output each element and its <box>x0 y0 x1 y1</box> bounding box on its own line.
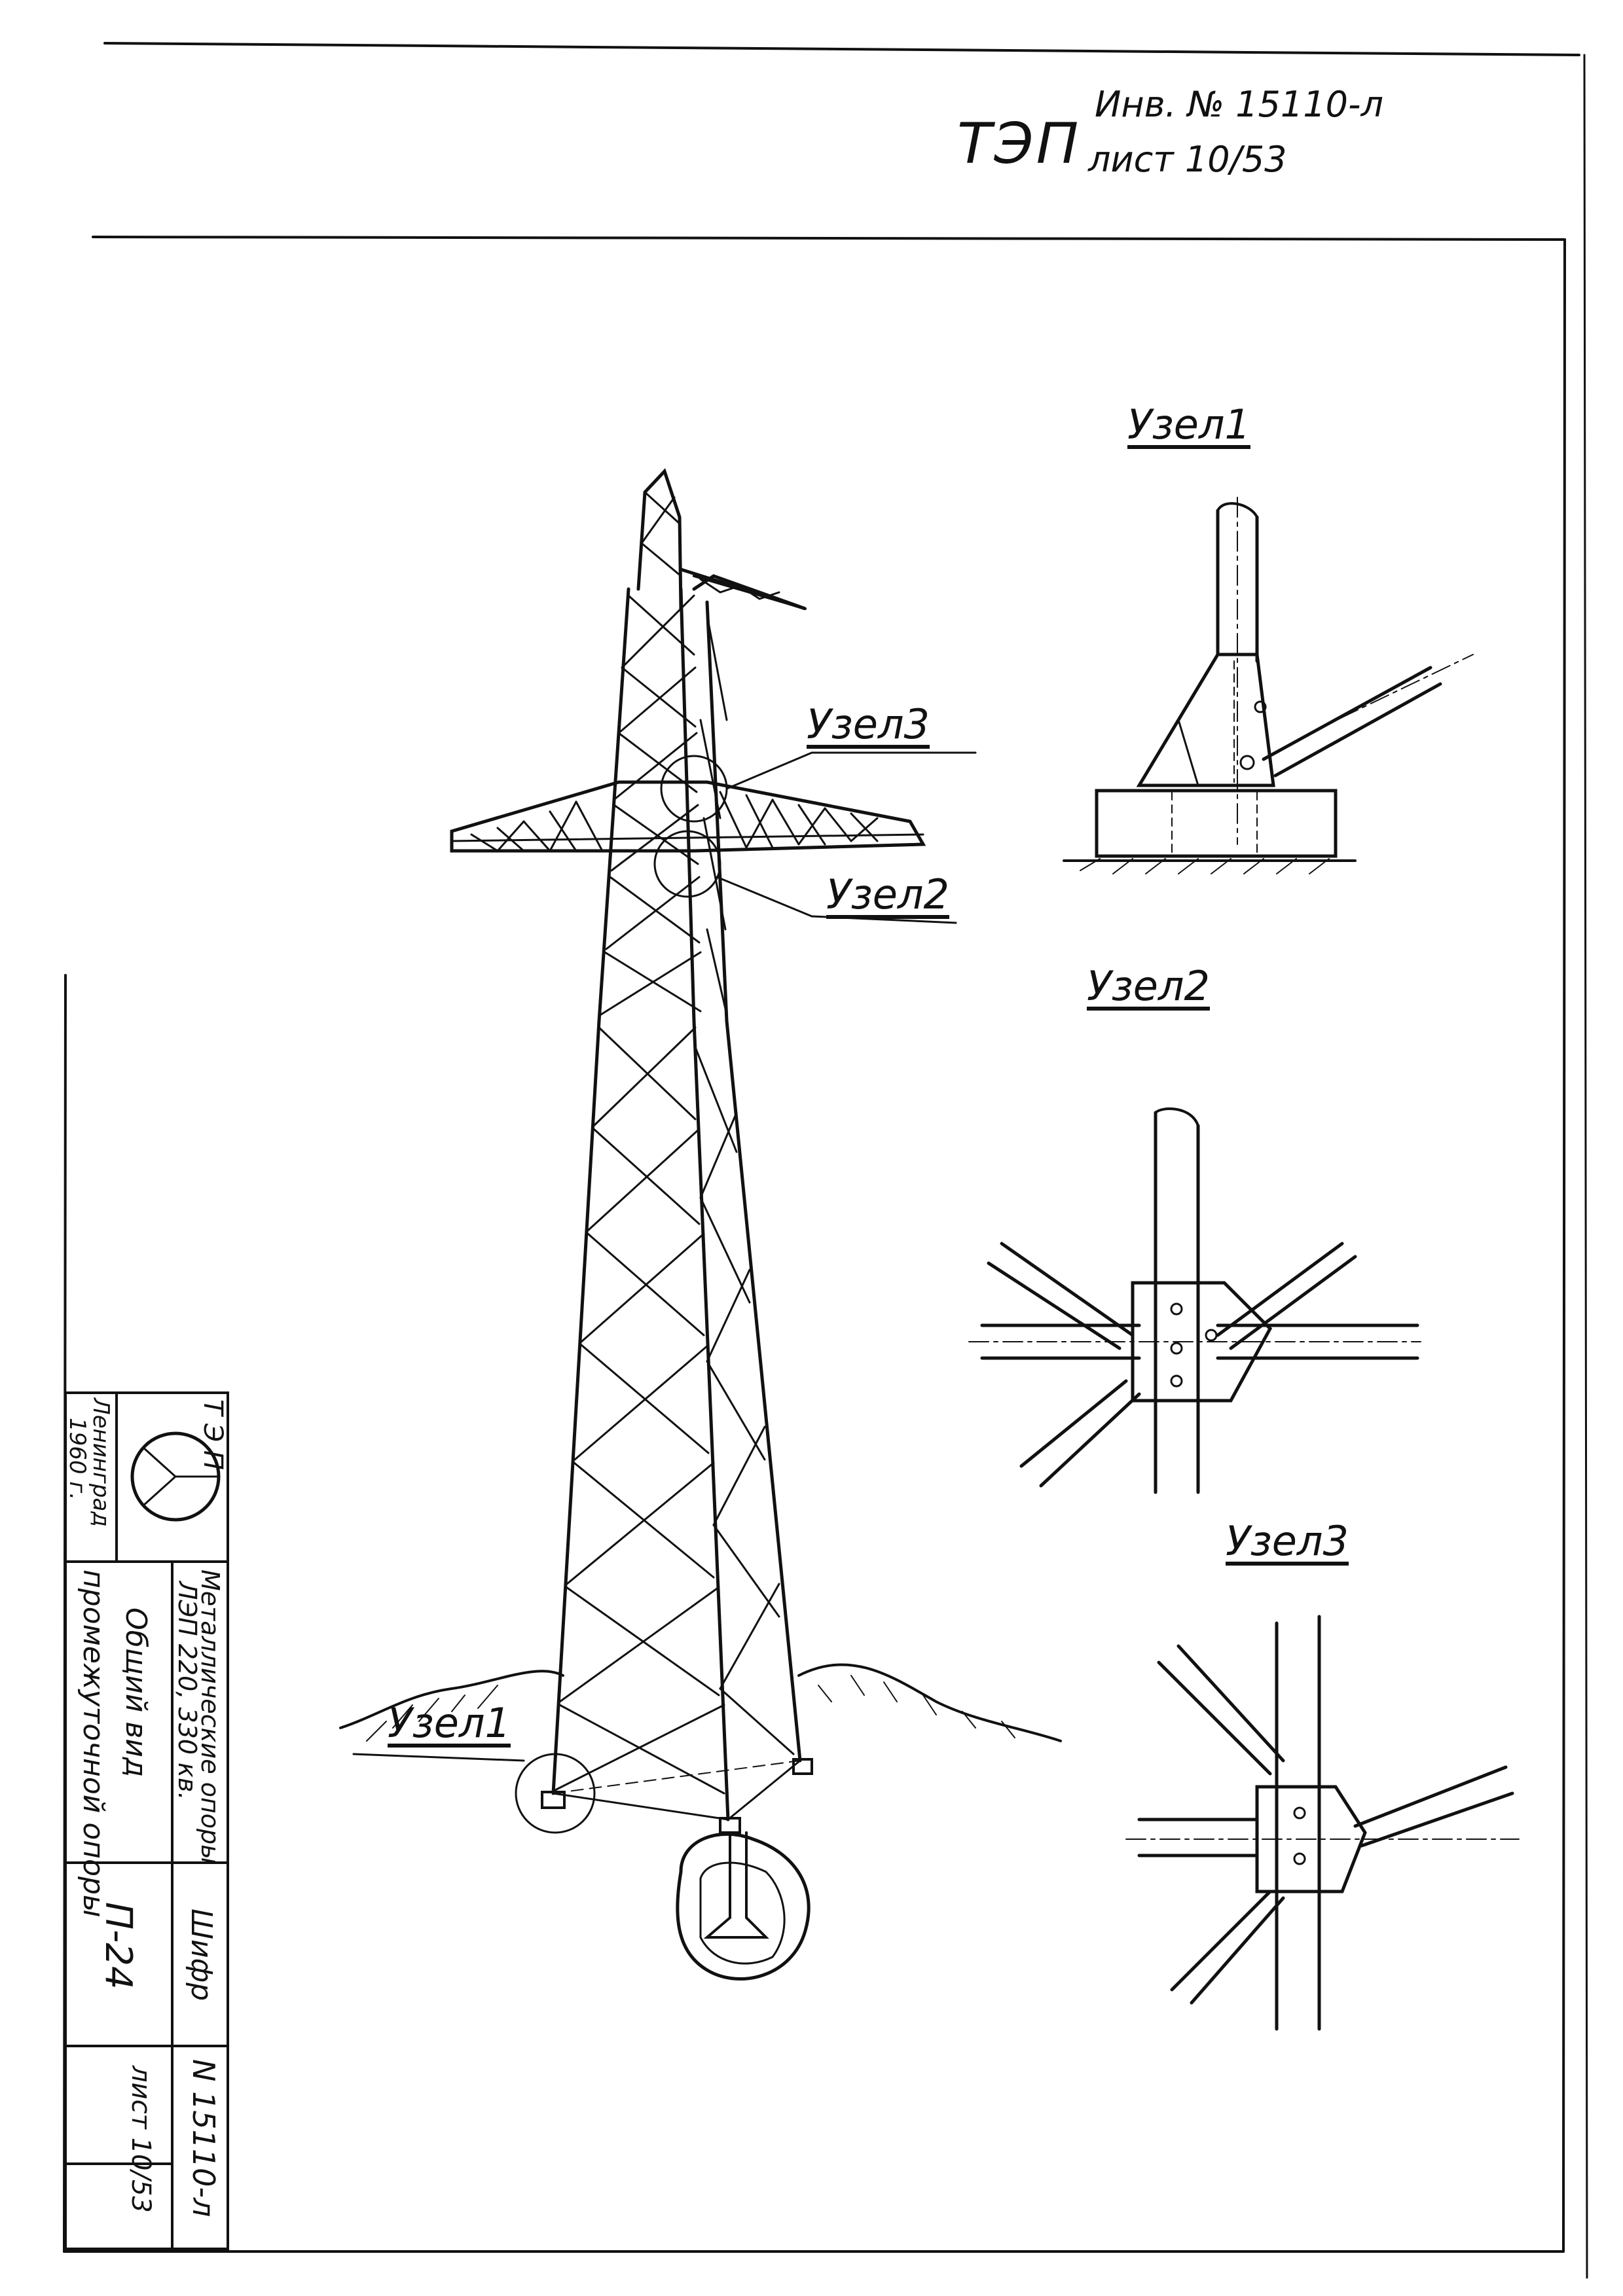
tower-drawing <box>339 468 1062 1981</box>
title-block-inventory: N 15110-л <box>186 2059 221 2217</box>
header-organization: ТЭП <box>957 111 1082 177</box>
header-inventory-number: Инв. № 15110-л <box>1095 84 1383 125</box>
drawing-title-line-2: промежуточной опоры <box>77 1570 110 1918</box>
detail-3-drawing <box>1125 1615 1520 2031</box>
detail-3-title: Узел3 <box>1226 1517 1349 1565</box>
callout-node-3: Узел3 <box>807 700 930 748</box>
detail-1-drawing <box>1063 497 1474 874</box>
logo-letter-e: Э <box>198 1424 228 1443</box>
callout-node-2: Узел2 <box>826 870 949 918</box>
frame-top-line <box>103 42 1580 56</box>
frame-right-line <box>1562 238 1566 2253</box>
frame-inner-top-line <box>92 236 1566 241</box>
drawing-title-line-1: Общий вид <box>119 1607 153 1778</box>
project-name-line-2: ЛЭП 220, 330 кв. <box>173 1581 202 1801</box>
title-block-logo-letters: Т Э П <box>198 1399 228 1470</box>
callout-node-1: Узел1 <box>388 1699 511 1747</box>
title-block-city: Ленинград <box>88 1398 114 1527</box>
detail-2-title: Узел2 <box>1087 962 1210 1010</box>
logo-letter-p: П <box>198 1450 228 1470</box>
header-sheet-number: лист 10/53 <box>1088 139 1287 180</box>
title-block-sheet: лист 10/53 <box>126 2066 156 2213</box>
detail-1-title: Узел1 <box>1127 401 1250 448</box>
code-value: П-24 <box>97 1902 139 1990</box>
outer-frame-right <box>1583 54 1588 2279</box>
logo-letter-t: Т <box>198 1399 228 1416</box>
title-block: Т Э П Ленинград 1960 г. Металлические оп… <box>64 1391 229 2250</box>
title-block-year: 1960 г. <box>64 1418 90 1501</box>
code-label: Шифр <box>185 1909 218 2001</box>
title-block-frame <box>64 1391 229 2250</box>
detail-2-drawing <box>968 1107 1421 1494</box>
